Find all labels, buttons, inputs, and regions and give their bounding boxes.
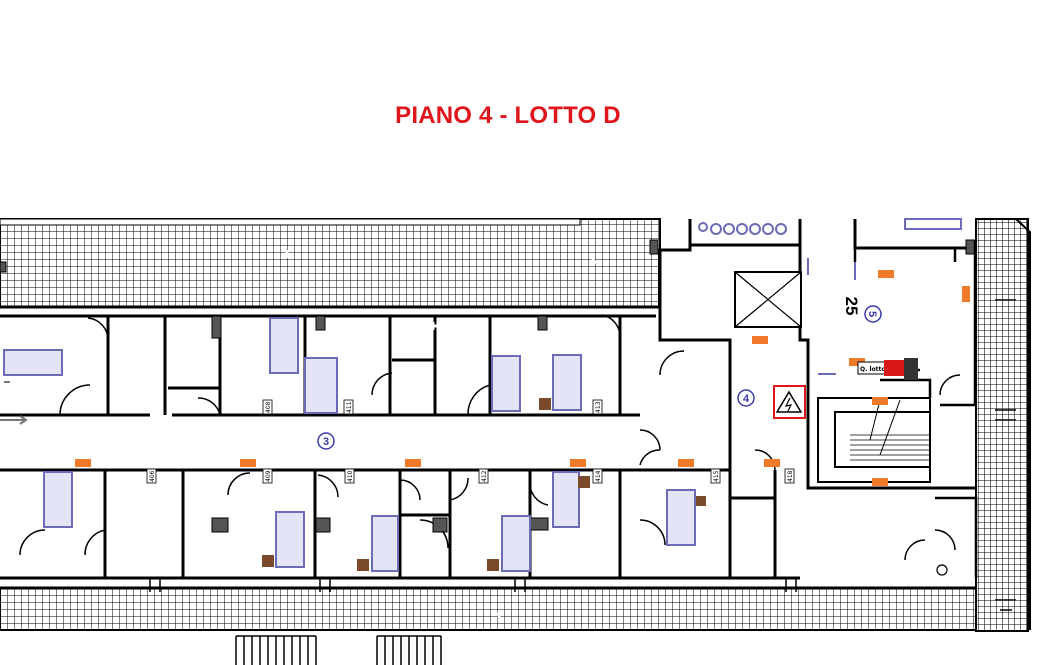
room-labels-top: 408 411 413 [262,399,603,415]
terrace-top [0,218,661,308]
elevator-shaft [734,271,802,328]
chairs-row [698,218,962,375]
corridor-number-4: 4 [737,389,755,407]
room-label: 418 [787,470,794,482]
plan-title: PIANO 4 - LOTTO D [395,102,621,129]
room-label: 413 [595,401,602,413]
stair-number: 25 [842,297,861,316]
grid-markers [283,250,597,618]
room-label: 412 [481,470,488,482]
electrical-panel: Q. lotto [857,358,918,380]
drain-icon [936,564,948,576]
cabinets [262,398,706,571]
room-label: 410 [347,470,354,482]
pillars [0,239,976,533]
terrace-right [975,218,1029,632]
room-labels-bottom: 406 409 410 412 414 415 418 [146,468,795,484]
stairwell [817,397,931,483]
room-label: 411 [346,401,353,413]
room-label: 409 [265,470,272,482]
terrace-bottom [0,587,1011,631]
door-swings [19,314,961,561]
extinguisher-markers [75,270,970,486]
window-ticks [149,299,1016,611]
svg-text:5: 5 [866,311,878,317]
room-label: 415 [713,470,720,482]
room-label: 414 [595,470,602,482]
furniture [3,317,696,572]
hazard-sign-icon [773,385,806,419]
corridor-number-5: 5 [864,305,882,323]
left-arrows [0,381,28,425]
svg-text:Q. lotto: Q. lotto [860,366,886,373]
svg-text:3: 3 [323,436,329,448]
terrace-top-strip [0,218,581,226]
room-label: 406 [149,470,156,482]
bottom-vents [235,635,442,665]
svg-text:4: 4 [743,393,750,405]
corridor-number-3: 3 [317,432,335,450]
floor-plan: 408 411 413 406 409 410 412 414 415 418 … [0,218,1031,665]
room-label: 408 [265,401,272,413]
